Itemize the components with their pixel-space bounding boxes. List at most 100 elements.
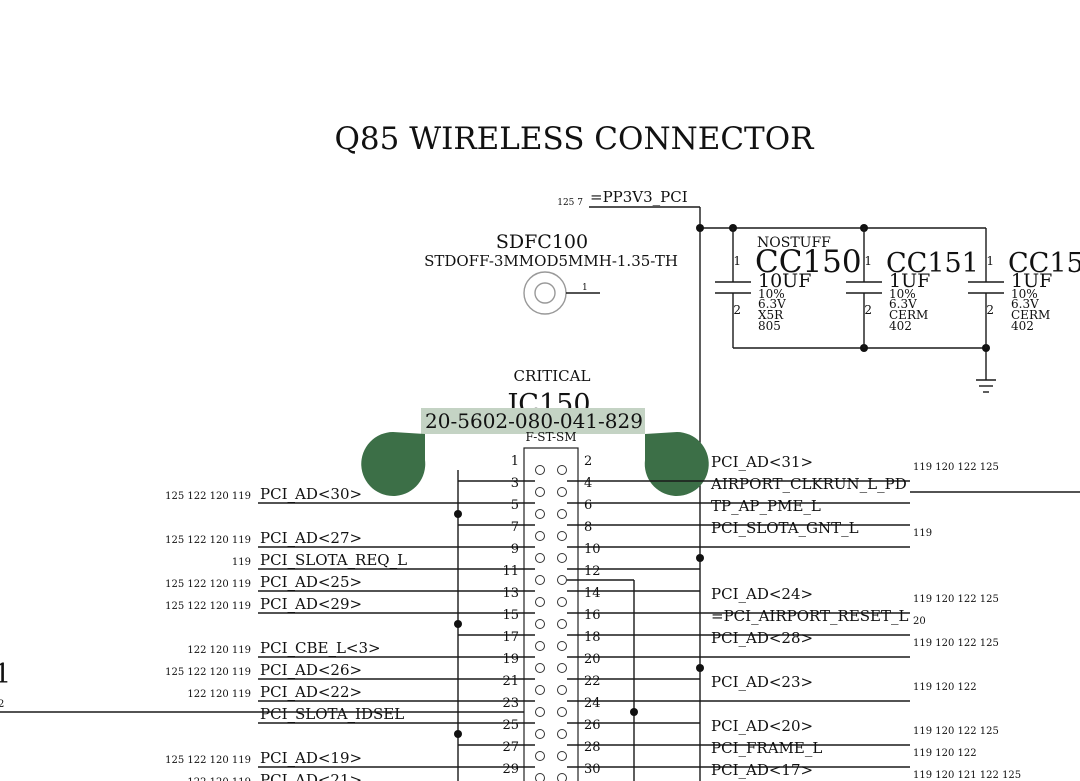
net-label[interactable]: PCI_AD<21> xyxy=(260,771,362,781)
net-page-refs: 125 122 120 119 xyxy=(165,535,251,546)
pin-circle xyxy=(557,663,567,673)
connector-pin-row: 6 TP_AP_PME_L xyxy=(557,497,910,526)
net-page-refs: 119 120 122 125 xyxy=(913,726,999,737)
cap-ref[interactable]: CC150 xyxy=(755,244,862,280)
net-label[interactable]: =PCI_AIRPORT_RESET_L xyxy=(711,607,909,625)
edge-fragment-label: 1 xyxy=(0,659,11,690)
ground-symbol xyxy=(976,379,996,393)
net-label[interactable]: PCI_AD<27> xyxy=(260,529,362,547)
pin-circle xyxy=(535,663,545,673)
pin-circle xyxy=(557,773,567,781)
pin-circle xyxy=(535,575,545,585)
net-label[interactable]: PCI_AD<30> xyxy=(260,485,362,503)
pin-number: 16 xyxy=(584,608,601,623)
pin-circle xyxy=(557,619,567,629)
pin-circle xyxy=(535,509,545,519)
power-net-label[interactable]: =PP3V3_PCI xyxy=(590,188,688,206)
net-label[interactable]: PCI_FRAME_L xyxy=(711,739,822,757)
pin-circle xyxy=(557,597,567,607)
net-label[interactable]: PCI_AD<29> xyxy=(260,595,362,613)
pin-circle xyxy=(557,707,567,717)
pin-circle xyxy=(557,487,567,497)
net-page-refs: 119 120 122 xyxy=(913,748,977,759)
cap-dielectric: CERM xyxy=(889,308,928,322)
net-label[interactable]: PCI_AD<31> xyxy=(711,453,813,471)
cap-ref[interactable]: CC151 xyxy=(886,248,979,279)
net-label[interactable]: PCI_AD<20> xyxy=(711,717,813,735)
connector-part-number[interactable]: 20-5602-080-041-829 xyxy=(425,409,643,433)
connector-pin-row: 20 xyxy=(557,652,700,680)
cap-pin2-label: 2 xyxy=(733,303,741,317)
pin-number: 6 xyxy=(584,498,592,513)
connector-pin-row: 10 xyxy=(557,542,700,570)
net-label[interactable]: PCI_AD<28> xyxy=(711,629,813,647)
pin-number: 24 xyxy=(584,696,601,711)
pin-number: 22 xyxy=(584,674,601,689)
pin-circle xyxy=(535,531,545,541)
pin-number: 18 xyxy=(584,630,601,645)
net-label[interactable]: PCI_AD<22> xyxy=(260,683,362,701)
part-number-highlight xyxy=(421,408,645,434)
pin-circle xyxy=(557,509,567,519)
junction-dot xyxy=(454,620,462,628)
edge-fragment-pin: 2 xyxy=(0,699,4,710)
pin-number: 28 xyxy=(584,740,601,755)
net-label[interactable]: PCI_AD<26> xyxy=(260,661,362,679)
critical-label: CRITICAL xyxy=(514,367,591,385)
pin-circle xyxy=(535,465,545,475)
pin-circle xyxy=(535,641,545,651)
pin-number: 25 xyxy=(502,718,519,733)
pin-circle xyxy=(557,553,567,563)
pin-number: 5 xyxy=(511,498,519,513)
connector-pin-row: 25 xyxy=(458,718,545,746)
pin-number: 1 xyxy=(511,454,519,469)
net-page-refs: 125 122 120 119 xyxy=(165,755,251,766)
net-page-refs: 20 xyxy=(913,616,926,627)
net-page-refs: 125 122 120 119 xyxy=(165,601,251,612)
pin-number: 2 xyxy=(584,454,592,469)
net-label[interactable]: PCI_SLOTA_GNT_L xyxy=(711,519,859,537)
net-label[interactable]: PCI_AD<24> xyxy=(711,585,813,603)
cap-package: 402 xyxy=(889,319,912,333)
net-page-refs: 119 120 122 125 xyxy=(913,462,999,473)
cap-voltage: 6.3V xyxy=(758,297,786,311)
pin-circle xyxy=(557,575,567,585)
pin-circle xyxy=(535,773,545,781)
power-net-refs: 125 7 xyxy=(557,198,583,208)
pin-number: 3 xyxy=(511,476,519,491)
pin-number: 23 xyxy=(502,696,519,711)
net-label[interactable]: TP_AP_PME_L xyxy=(711,497,821,515)
pin-circle xyxy=(535,597,545,607)
net-label[interactable]: PCI_AD<23> xyxy=(711,673,813,691)
net-label[interactable]: PCI_AD<17> xyxy=(711,761,813,779)
pin-number: 30 xyxy=(584,762,601,777)
net-label[interactable]: PCI_CBE_L<3> xyxy=(260,639,381,657)
connector-pin-row: 16 =PCI_AIRPORT_RESET_L 20 xyxy=(557,607,926,636)
net-label[interactable]: PCI_AD<19> xyxy=(260,749,362,767)
connector-pin-row: 1 xyxy=(458,454,545,482)
net-label[interactable]: PCI_SLOTA_IDSEL xyxy=(260,705,404,723)
cap-ref[interactable]: CC152 xyxy=(1008,248,1080,279)
net-page-refs: 125 122 120 119 xyxy=(165,667,251,678)
net-label[interactable]: PCI_SLOTA_REQ_L xyxy=(260,551,407,569)
pin-number: 9 xyxy=(511,542,519,557)
pin-number: 15 xyxy=(502,608,519,623)
junction-dot xyxy=(630,708,638,716)
cap-dielectric: CERM xyxy=(1011,308,1050,322)
net-label[interactable]: AIRPORT_CLKRUN_L_PD xyxy=(710,475,907,493)
pin-number: 10 xyxy=(584,542,601,557)
pin-number: 27 xyxy=(502,740,519,755)
standoff-outer-ring xyxy=(523,271,567,315)
net-label[interactable]: PCI_AD<25> xyxy=(260,573,362,591)
